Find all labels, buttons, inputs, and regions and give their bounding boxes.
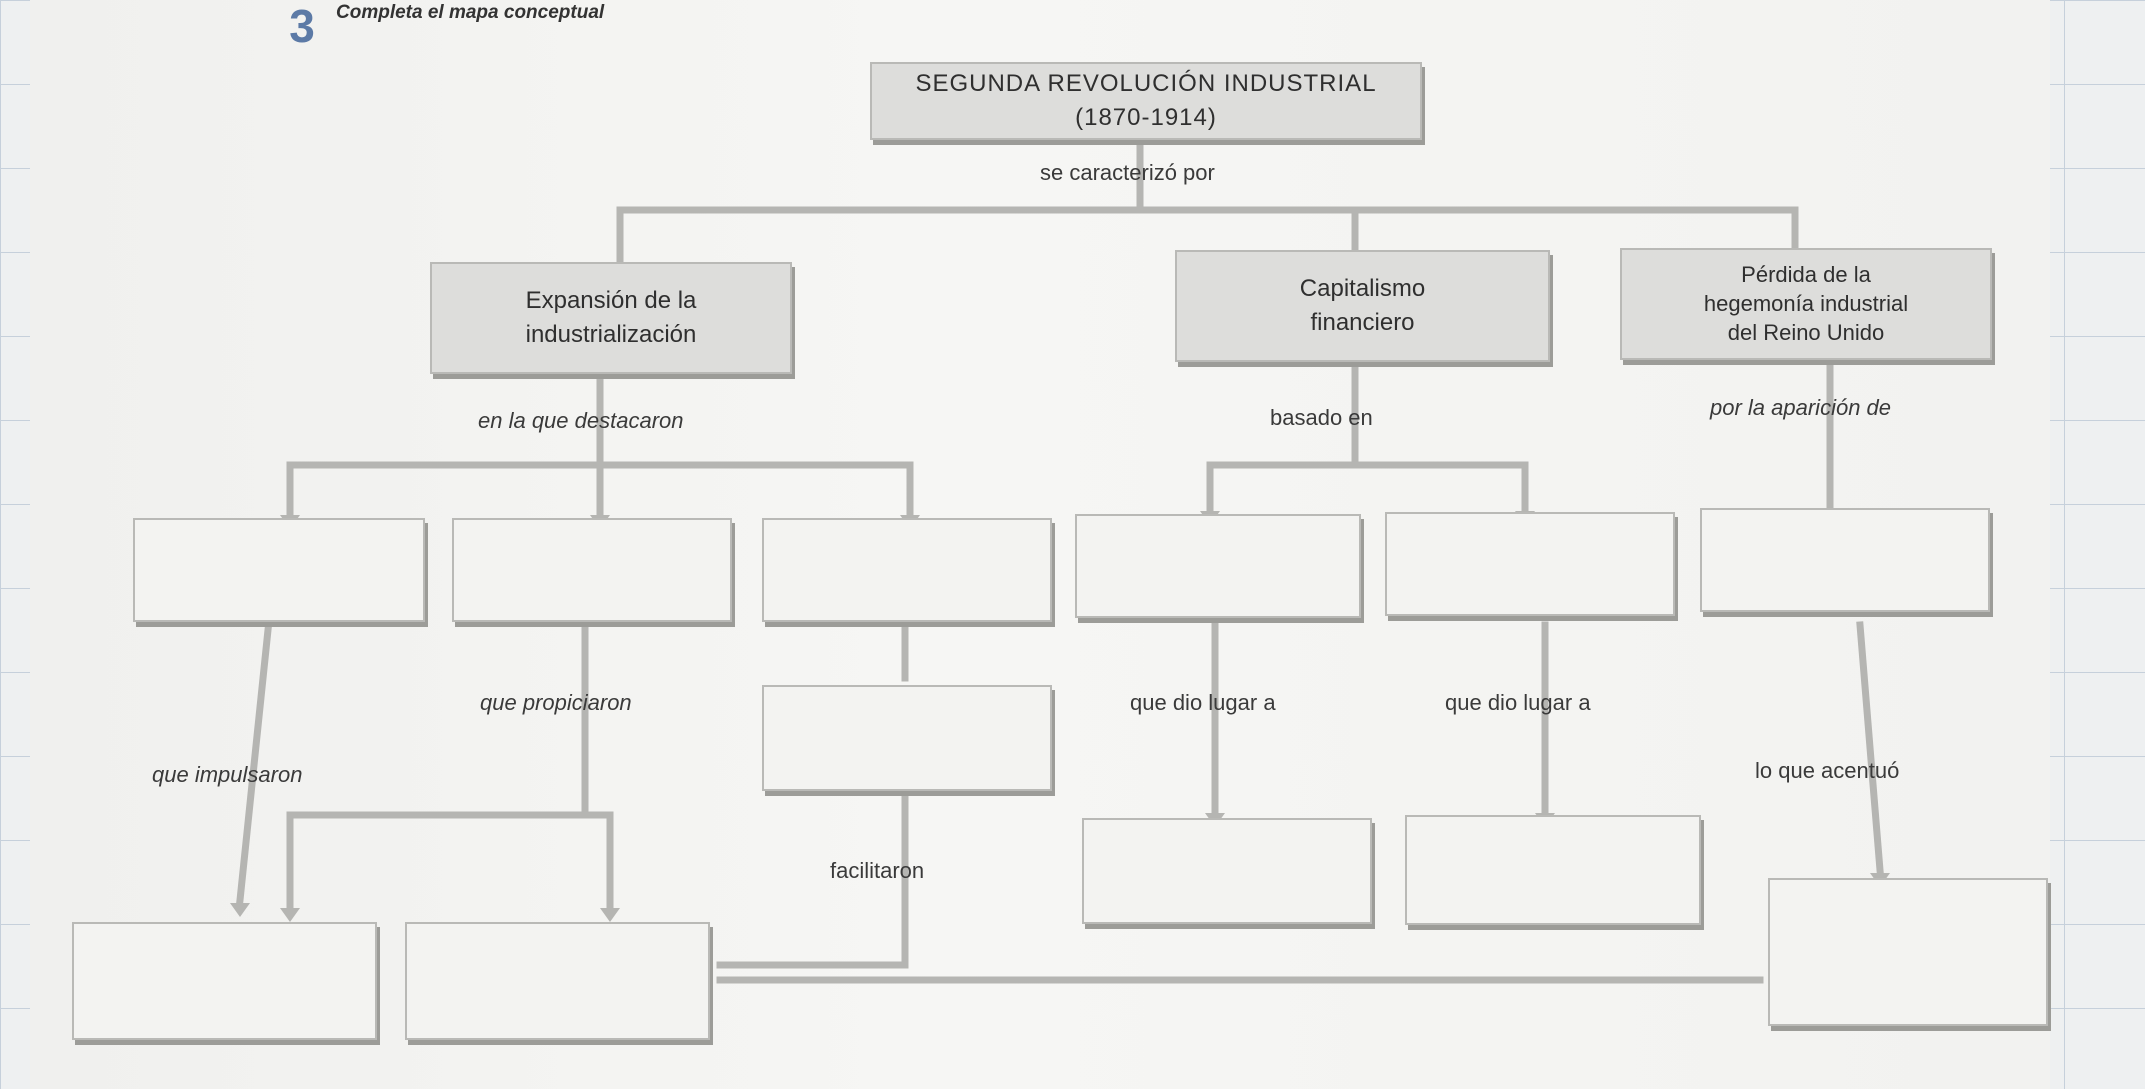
blank-box-2[interactable] xyxy=(452,518,732,622)
title-box: SEGUNDA REVOLUCIÓN INDUSTRIAL (1870-1914… xyxy=(870,62,1422,140)
link-perdida: por la aparición de xyxy=(1710,395,1892,420)
blank-box-7[interactable] xyxy=(762,685,1052,791)
perdida-line-1: Pérdida de la xyxy=(1741,262,1871,287)
perdida-box: Pérdida de la hegemonía industrial del R… xyxy=(1620,248,1992,360)
expansion-line-2: industrialización xyxy=(525,321,697,348)
perdida-line-3: del Reino Unido xyxy=(1727,320,1885,345)
link-expansion: en la que destacaron xyxy=(478,408,684,433)
title-line-2: (1870-1914) xyxy=(1075,104,1217,131)
blank-box-9[interactable] xyxy=(1405,815,1701,925)
link-capitalismo: basado en xyxy=(1270,405,1373,430)
capitalismo-box: Capitalismo financiero xyxy=(1175,250,1550,362)
blank-box-11[interactable] xyxy=(405,922,710,1040)
capitalismo-line-1: Capitalismo xyxy=(1299,275,1426,302)
link-lo-que-acentuo: lo que acentuó xyxy=(1755,758,1900,783)
blank-box-3[interactable] xyxy=(762,518,1052,622)
link-main: se caracterizó por xyxy=(1040,160,1215,185)
blank-box-10[interactable] xyxy=(72,922,377,1040)
blank-box-1[interactable] xyxy=(133,518,425,622)
blank-box-4[interactable] xyxy=(1075,514,1361,618)
link-dio-lugar-1: que dio lugar a xyxy=(1130,690,1276,715)
title-line-1: SEGUNDA REVOLUCIÓN INDUSTRIAL xyxy=(915,70,1377,97)
blank-box-8[interactable] xyxy=(1082,818,1372,924)
blank-box-6[interactable] xyxy=(1700,508,1990,612)
link-facilitaron: facilitaron xyxy=(830,858,925,883)
perdida-line-2: hegemonía industrial xyxy=(1703,291,1909,316)
exercise-number: 3 xyxy=(289,0,315,52)
blank-box-5[interactable] xyxy=(1385,512,1675,616)
capitalismo-line-2: financiero xyxy=(1310,309,1415,336)
expansion-box: Expansión de la industrialización xyxy=(430,262,792,374)
expansion-line-1: Expansión de la xyxy=(525,287,697,314)
link-dio-lugar-2: que dio lugar a xyxy=(1445,690,1591,715)
link-que-impulsaron: que impulsaron xyxy=(152,762,303,787)
blank-box-12[interactable] xyxy=(1768,878,2048,1026)
link-que-propiciaron: que propiciaron xyxy=(480,690,632,715)
exercise-instruction: Completa el mapa conceptual xyxy=(336,2,605,23)
